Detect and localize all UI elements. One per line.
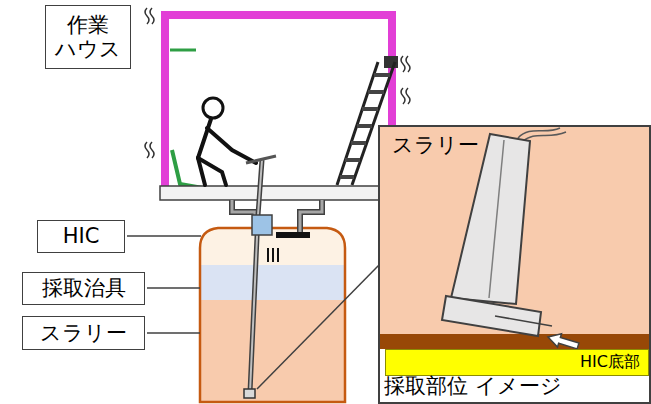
hash-mark [267,248,269,262]
vibration-mark [145,8,149,24]
slurry-tube [518,128,560,138]
hic-outline [200,228,345,402]
callout-label: HIC [63,224,100,248]
vibration-mark [401,88,405,104]
vibration-mark [150,8,154,24]
pipe [300,200,322,233]
stair-rail [337,62,378,185]
inset-panel: HIC底部 スラリー採取部位 イメージ [378,125,651,404]
stair-step [362,107,378,111]
bottom-band: HIC底部 [385,349,649,376]
stair-step [340,175,354,179]
inset-caption: 採取部位 イメージ [384,374,562,398]
vibration-mark [150,142,154,158]
wall-mark [170,49,196,52]
stair-step [345,158,360,162]
worker-arm [207,128,256,163]
hic-contents [195,220,355,404]
pipe [300,200,322,233]
jig-rod [489,140,504,298]
hic-slurry [195,300,355,404]
leader-line [147,332,200,334]
hic-supernatant [195,265,355,300]
band-label: HIC底部 [580,353,640,371]
callout-box: HIC [37,220,125,253]
callout-label: 採取治具 [42,276,126,300]
worker-body [198,119,211,158]
stair-step [374,73,390,77]
floor [160,186,380,200]
leader-lines [127,236,379,389]
jig-base [442,296,541,336]
vibration-mark [401,56,405,72]
inset-slurry [380,127,651,334]
inset-label: スラリー [392,133,479,157]
jig-tip-rod [495,316,552,326]
vibration-mark [406,88,410,104]
stair-step [351,141,366,145]
pointer-arrow [548,334,579,349]
worker-leg [198,158,205,185]
sampling-pole [250,160,262,392]
leader-line [257,265,379,389]
leader-line [147,287,200,289]
pole-handle [246,156,276,163]
inset-illustration [380,127,651,404]
worker [198,98,256,185]
callout-label: 作業 ハウス [52,13,124,61]
stair-top [384,56,398,68]
seal-box [252,215,272,235]
pole-tip [244,389,255,398]
vibration-mark [406,56,410,72]
callout-label: スラリー [40,321,127,345]
worker-leg [198,158,226,185]
leader-line [127,235,201,237]
inset-ground [380,127,651,404]
hash-marks [268,248,278,262]
hash-mark [272,248,274,262]
stair-step [368,90,384,94]
vibration-mark [145,142,149,158]
callout-box: 作業 ハウス [45,5,131,69]
callout-box: スラリー [22,316,145,350]
hash-mark [277,248,279,262]
stair-step [357,124,372,128]
callout-box: 採取治具 [22,272,145,305]
lid-flange [276,232,310,238]
inset-sediment [380,334,651,349]
jig-body [451,134,530,304]
chair [172,150,214,190]
sampling-pole [250,160,262,392]
worker-head [203,98,223,118]
